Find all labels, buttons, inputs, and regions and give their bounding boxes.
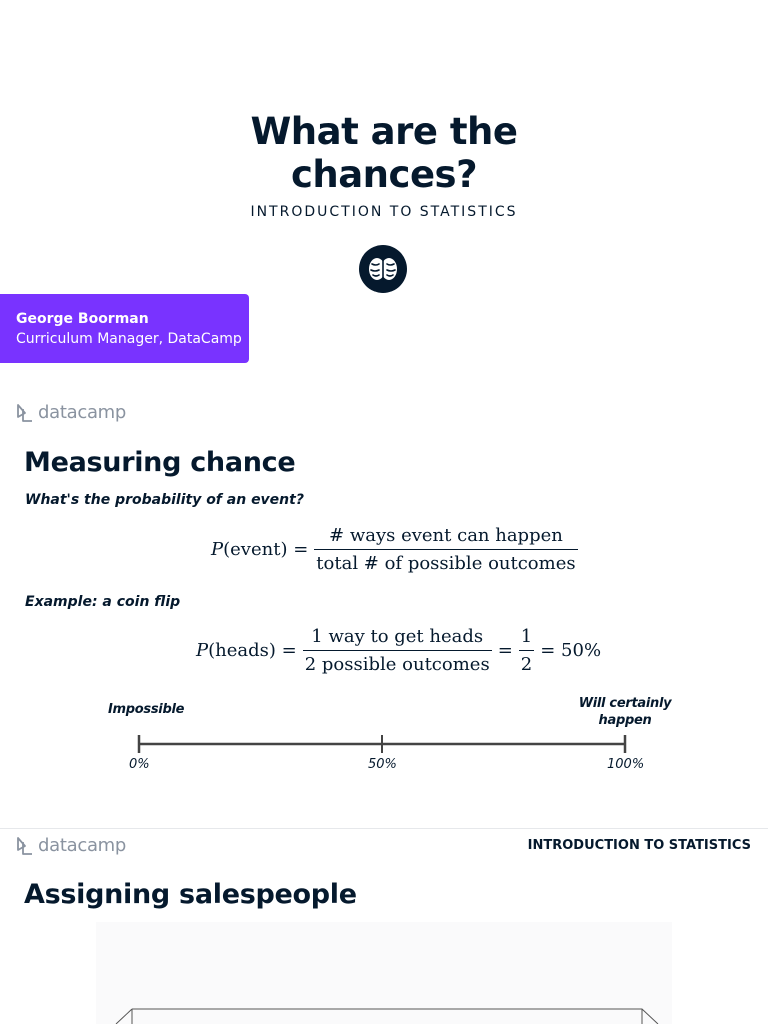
formula2-arg: (heads) = (208, 640, 297, 661)
formula1-fraction: # ways event can happen total # of possi… (314, 525, 578, 574)
example-label: Example: a coin flip (25, 594, 181, 610)
course-header-label: INTRODUCTION TO STATISTICS (527, 838, 751, 853)
scale-tick-label-0: 0% (129, 757, 150, 772)
slide-divider (0, 828, 768, 829)
probability-scale (137, 735, 627, 753)
section-heading-2: Assigning salespeople (24, 879, 357, 910)
question-text: What's the probability of an event? (25, 492, 304, 508)
box-diagram (115, 1008, 659, 1024)
box-left-edge (115, 1008, 133, 1024)
datacamp-logo-text-2: datacamp (38, 835, 127, 856)
half-denominator: 2 (518, 650, 535, 675)
formula1-p: P (211, 539, 224, 560)
course-subtitle: INTRODUCTION TO STATISTICS (250, 204, 518, 220)
slide-title: What are the chances? (0, 110, 768, 196)
title-line-2: chances? (290, 153, 478, 196)
brain-icon (359, 245, 407, 293)
scale-left-label: Impossible (108, 702, 185, 717)
author-role: Curriculum Manager, DataCamp (16, 331, 242, 347)
box-top-edge (132, 1008, 659, 1024)
scale-tick-label-50: 50% (368, 757, 397, 772)
diagram-area (96, 922, 672, 1024)
formula1-denominator: total # of possible outcomes (314, 549, 578, 574)
author-box: George Boorman Curriculum Manager, DataC… (0, 294, 249, 363)
half-fraction: 1 2 (518, 626, 535, 675)
scale-right-label-line1: Will certainly (578, 696, 672, 711)
coin-flip-formula: P (heads) = 1 way to get heads 2 possibl… (196, 626, 601, 675)
datacamp-logo-text: datacamp (38, 402, 127, 423)
half-numerator: 1 (520, 626, 533, 647)
probability-formula: P (event) = # ways event can happen tota… (211, 525, 584, 574)
scale-right-label-line2: happen (598, 713, 652, 728)
formula2-denominator: 2 possible outcomes (302, 650, 492, 675)
formula1-numerator: # ways event can happen (329, 525, 563, 546)
formula2-p: P (196, 640, 209, 661)
scale-right-label: Will certainly happen (575, 695, 675, 729)
datacamp-logo-icon (17, 403, 32, 422)
author-name: George Boorman (16, 311, 149, 327)
formula2-equals: = (497, 640, 513, 661)
datacamp-logo-2: datacamp (16, 835, 126, 856)
formula2-result: = 50% (540, 640, 602, 661)
formula2-fraction: 1 way to get heads 2 possible outcomes (302, 626, 492, 675)
datacamp-logo: datacamp (16, 402, 126, 423)
formula2-numerator: 1 way to get heads (311, 626, 484, 647)
title-line-1: What are the (250, 110, 518, 153)
scale-tick-label-100: 100% (607, 757, 645, 772)
section-heading: Measuring chance (24, 447, 296, 478)
datacamp-logo-icon-2 (17, 836, 32, 855)
formula1-arg: (event) = (223, 539, 309, 560)
